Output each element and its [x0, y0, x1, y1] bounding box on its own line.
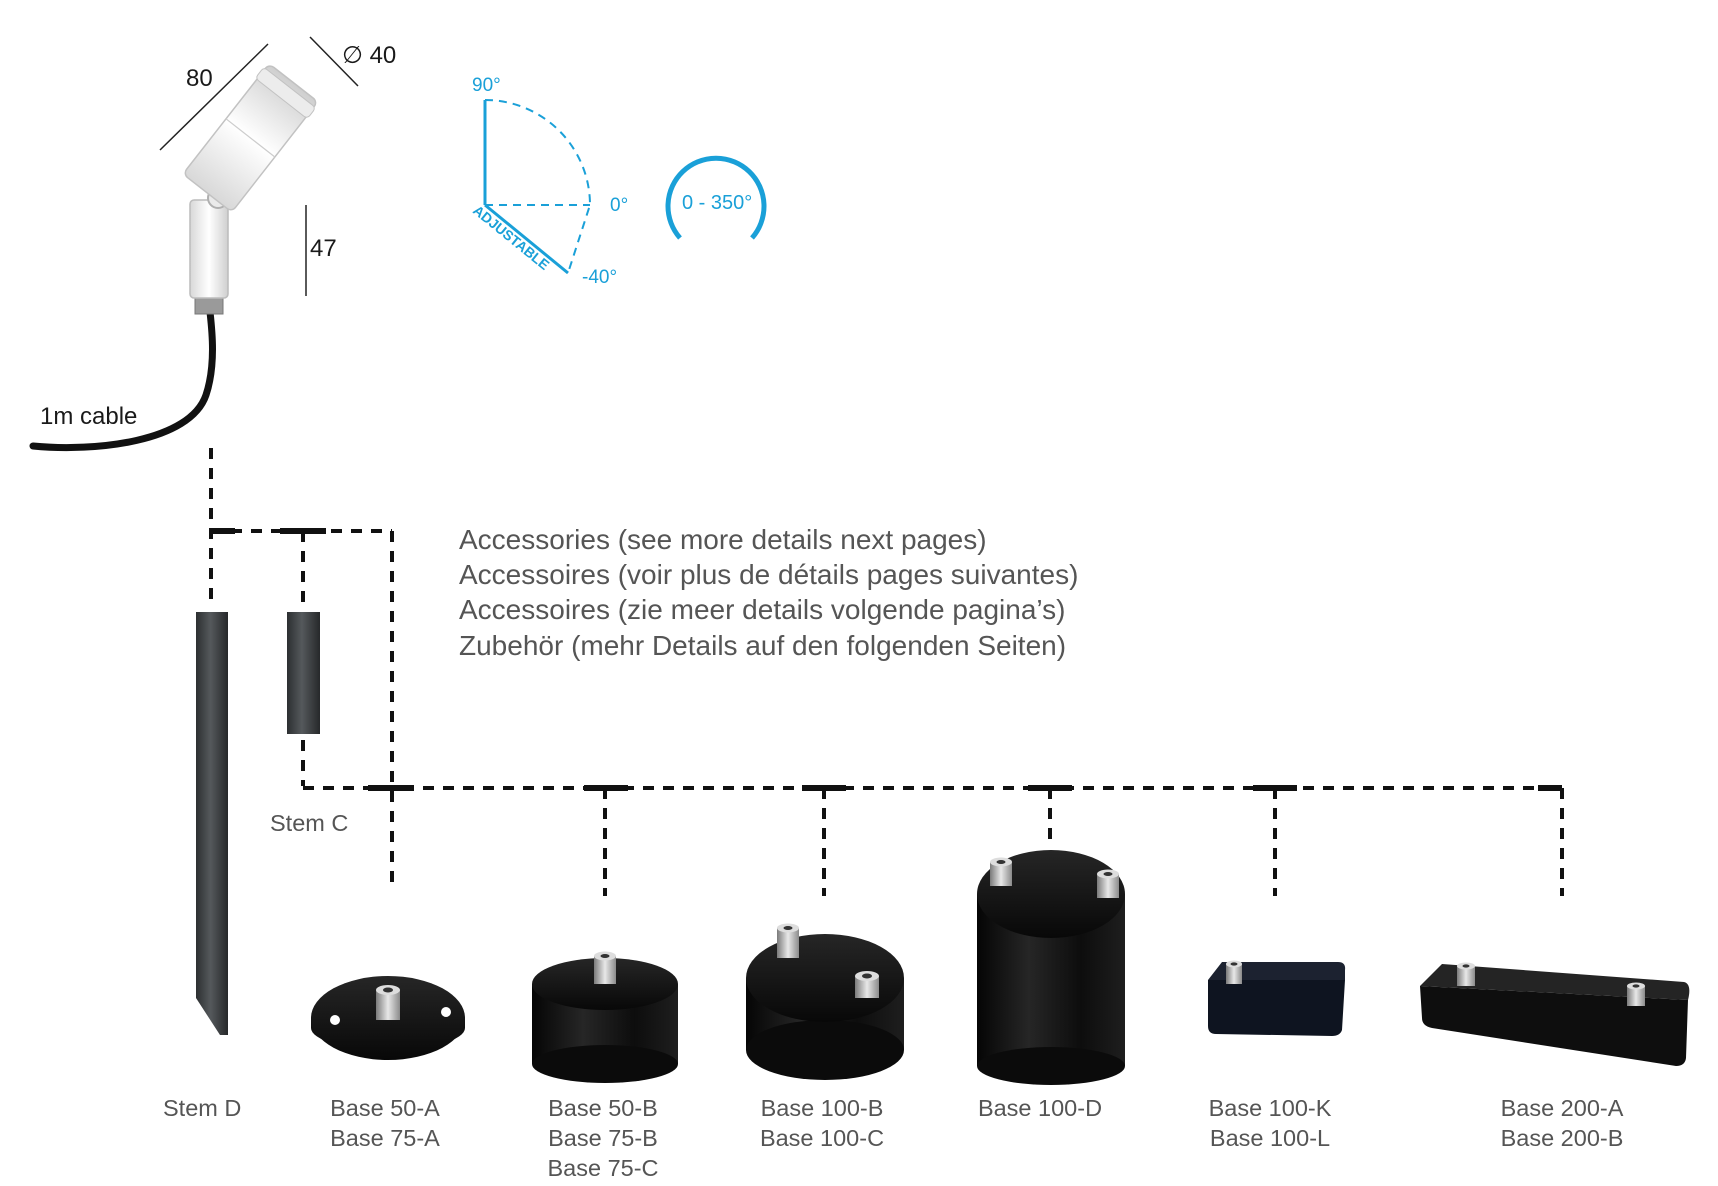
dimension-diameter: ∅ 40: [342, 42, 396, 69]
cable: [29, 308, 216, 452]
note-line-nl: Accessoires (zie meer details volgende p…: [459, 594, 1065, 625]
spotlight-illustration: 80 ∅ 40 47 1m cable: [29, 36, 396, 452]
base-label: Base 75-A: [330, 1125, 440, 1151]
dimension-length: 80: [186, 65, 213, 92]
base-label: Base 100-C: [760, 1125, 884, 1151]
base-drops: [603, 788, 1277, 896]
stem-c: [287, 612, 320, 734]
tilt-adjustable-label: ADJUSTABLE: [470, 202, 552, 273]
fixture-arm: [189, 199, 229, 299]
base-label: Base 100-B: [761, 1095, 884, 1121]
base-label: Base 100-D: [978, 1095, 1102, 1121]
base-labels: Base 50-A Base 75-A Base 50-B Base 75-B …: [330, 1095, 1624, 1181]
note-line-de: Zubehör (mehr Details auf den folgenden …: [459, 630, 1066, 661]
tilt-arc: [484, 99, 592, 274]
base-label: Base 200-B: [1501, 1125, 1624, 1151]
base-50b-image: [532, 951, 678, 1083]
note-line-fr: Accessoires (voir plus de détails pages …: [459, 559, 1078, 590]
accessory-connectors: [209, 448, 1564, 896]
accessories-note: Accessories (see more details next pages…: [459, 524, 1078, 661]
base-100k-image: [1208, 960, 1346, 1036]
stem-d-label: Stem D: [163, 1095, 241, 1121]
tilt-adjustable-line: [484, 203, 569, 275]
base-label: Base 100-K: [1209, 1095, 1332, 1121]
dimension-height: 47: [310, 235, 337, 262]
tilt-angle-top: 90°: [472, 75, 501, 96]
dimension-line-diameter: [309, 36, 359, 87]
base-100d-image: [977, 850, 1125, 1085]
stem-c-label: Stem C: [270, 810, 348, 836]
base-100b-image: [746, 923, 904, 1080]
base-label: Base 200-A: [1501, 1095, 1624, 1121]
note-line-en: Accessories (see more details next pages…: [459, 524, 987, 555]
base-50a-image: [311, 976, 465, 1060]
dimension-line-length: [159, 43, 269, 151]
stem-d: [196, 612, 228, 1035]
base-label: Base 50-B: [548, 1095, 658, 1121]
tilt-diagram: 90° 0° -40° ADJUSTABLE: [470, 75, 628, 288]
rotation-arc: [665, 155, 767, 240]
fixture-head: [184, 65, 317, 211]
base-label: Base 75-C: [547, 1155, 658, 1181]
tilt-angle-bottom: -40°: [582, 267, 617, 288]
base-label: Base 75-B: [548, 1125, 658, 1151]
base-label: Base 100-L: [1210, 1125, 1330, 1151]
tilt-angle-zero: 0°: [610, 195, 628, 216]
base-label: Base 50-A: [330, 1095, 440, 1121]
rotation-indicator: 0 - 350°: [665, 155, 767, 240]
cable-length-label: 1m cable: [40, 403, 137, 430]
rotation-range: 0 - 350°: [682, 192, 752, 214]
base-200a-image: [1420, 962, 1690, 1066]
